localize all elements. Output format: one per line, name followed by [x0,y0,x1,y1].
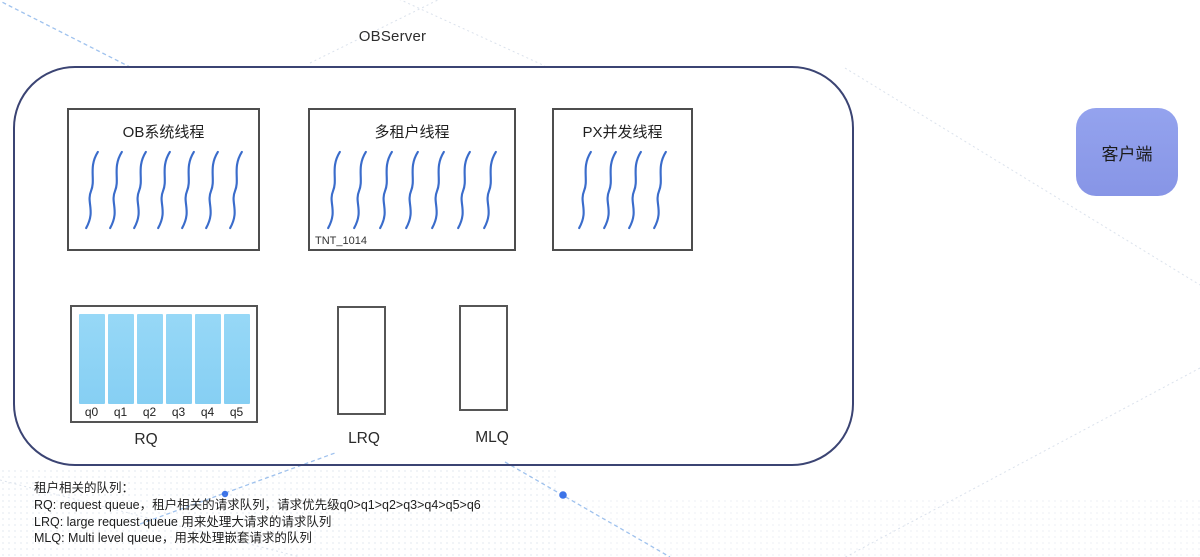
thread-icon [653,150,667,230]
client-label: 客户端 [1101,144,1153,164]
rq-slot[interactable]: q3 [165,314,192,421]
thread-icon [379,150,393,230]
thread-icon [204,150,219,230]
rq-slot[interactable]: q4 [194,314,221,421]
lrq-label: LRQ [348,430,380,447]
thread-icon [483,150,497,230]
rq-slot-bar [107,314,134,404]
rq-slot[interactable]: q5 [223,314,250,421]
rq-slot[interactable]: q2 [136,314,163,421]
rq-slot-label: q3 [171,405,186,419]
thread-icon [353,150,367,230]
thread-icon [628,150,642,230]
thread-box-px-concurrent[interactable]: PX并发线程 [552,108,693,251]
thread-box-title: 多租户线程 [374,124,450,141]
guide-line [844,367,1200,557]
thread-icon [457,150,471,230]
thread-squiggles [310,150,514,230]
thread-icon [327,150,341,230]
tenant-id-badge: TNT_1014 [315,235,367,247]
rq-slot-label: q4 [200,405,215,419]
client-box[interactable]: 客户端 [1076,108,1178,196]
lrq-queue-shape[interactable] [337,306,386,415]
note-line-lrq: LRQ: large request queue 用来处理大请求的请求队列 [34,514,332,529]
notes-heading: 租户相关的队列： [34,481,135,495]
thread-squiggles [69,150,258,230]
rq-slot-bar [136,314,163,404]
thread-icon [578,150,592,230]
thread-icon [431,150,445,230]
rq-slot-bar [194,314,221,404]
rq-slot-bar [78,314,105,404]
note-line-rq: RQ: request queue，租户相关的请求队列，请求优先级q0>q1>q… [34,497,481,512]
rq-slot-bar [165,314,192,404]
thread-icon [180,150,195,230]
thread-icon [108,150,123,230]
mlq-queue-shape[interactable] [459,305,508,411]
thread-box-title: OB系统线程 [122,124,205,141]
rq-slot-label: q1 [113,405,128,419]
guide-line-blue [504,461,671,557]
observer-container-shape[interactable] [13,66,854,466]
thread-icon [405,150,419,230]
rq-slot-label: q5 [229,405,244,419]
rq-slot[interactable]: q0 [78,314,105,421]
note-line-mlq: MLQ: Multi level queue，用来处理嵌套请求的队列 [34,531,312,546]
rq-slot-bar [223,314,250,404]
legend-notes: 租户相关的队列： RQ: request queue，租户相关的请求队列，请求优… [34,480,481,547]
rq-queue-shape[interactable]: q0 q1 q2 q3 q4 q5 [70,305,258,423]
guide-line-blue [0,0,131,68]
thread-icon [84,150,99,230]
rq-slot[interactable]: q1 [107,314,134,421]
diagram-title: OBServer [358,28,427,45]
stipple-texture [560,498,1200,557]
rq-slot-label: q0 [84,405,99,419]
rq-slot-label: q2 [142,405,157,419]
thread-icon [603,150,617,230]
thread-box-title: PX并发线程 [582,124,663,141]
thread-box-multi-tenant[interactable]: 多租户线程 TNT_1014 [308,108,516,251]
thread-icon [156,150,171,230]
thread-icon [228,150,243,230]
thread-box-ob-system[interactable]: OB系统线程 [67,108,260,251]
connector-dot [559,491,567,499]
thread-squiggles [554,150,691,230]
mlq-label: MLQ [475,429,509,446]
thread-icon [132,150,147,230]
rq-label: RQ [134,431,158,448]
